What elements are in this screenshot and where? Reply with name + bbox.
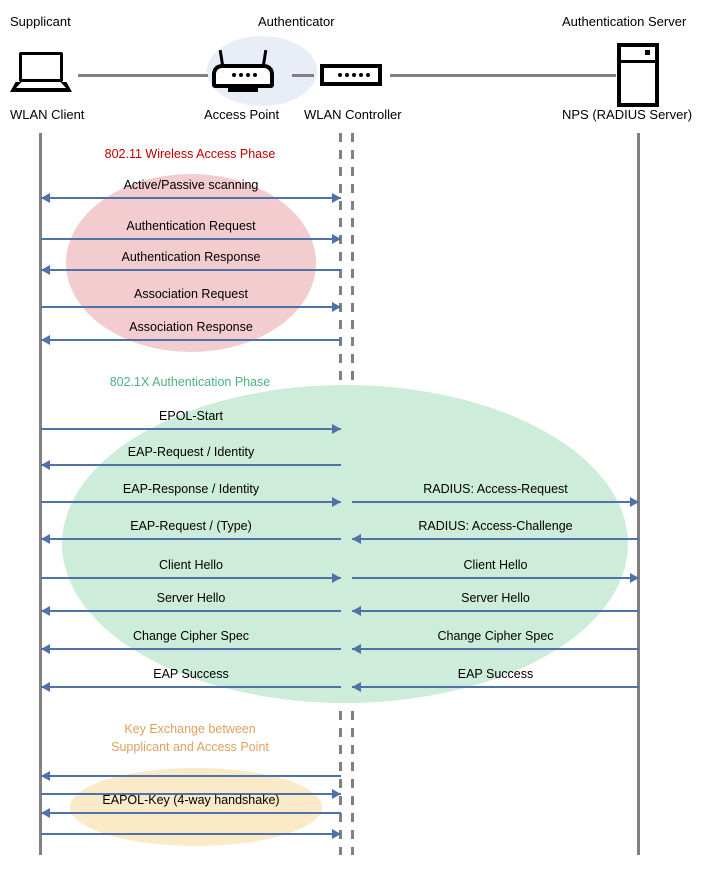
arrow-head-right-icon [332,789,341,799]
actor-role-authenticator: Authenticator [258,14,335,29]
message-line [41,428,341,430]
message-label: Active/Passive scanning [123,178,259,192]
wlan-controller-icon [320,54,382,90]
message-label: Association Request [134,287,248,301]
wire-controller-to-server [390,74,616,77]
wire-ap-to-controller [292,74,314,77]
arrow-head-right-icon [630,497,639,507]
actor-role-supplicant: Supplicant [10,14,71,29]
message-line [352,577,639,579]
message-label: Authentication Request [126,219,256,233]
arrow-head-left-icon [41,335,50,345]
lifeline-supplicant [39,133,42,855]
actor-name-nps: NPS (RADIUS Server) [562,107,693,122]
message-line [41,306,341,308]
message-label: EAPOL-Key (4-way handshake) [102,793,280,807]
message-label: EAP Success [457,667,534,681]
message-line [41,238,341,240]
message-label: Client Hello [463,558,528,572]
message-line [352,686,639,688]
arrow-head-left-icon [352,644,361,654]
arrow-head-left-icon [41,534,50,544]
message-label: Change Cipher Spec [437,629,554,643]
laptop-icon [10,52,72,94]
message-line [41,833,341,835]
actor-name-wlan-controller: WLAN Controller [304,107,402,122]
actor-role-auth-server: Authentication Server [562,14,687,29]
access-point-icon [212,49,274,94]
message-label: EAP-Response / Identity [122,482,260,496]
message-line [352,538,639,540]
arrow-head-left-icon [41,644,50,654]
message-label: RADIUS: Access-Request [423,482,568,496]
message-label: Association Response [129,320,253,334]
arrow-head-left-icon [41,265,50,275]
arrow-head-left-icon [41,193,50,203]
message-label: EAP-Request / Identity [127,445,255,459]
message-line [41,686,341,688]
message-line [352,501,639,503]
message-line [41,775,341,777]
arrow-head-right-icon [332,302,341,312]
message-line [41,577,341,579]
phase-title-wireless-access: 802.11 Wireless Access Phase [104,147,276,161]
message-line [352,610,639,612]
message-line [41,339,341,341]
message-line [41,610,341,612]
message-line [41,793,341,795]
phase-title-dot1x-auth: 802.1X Authentication Phase [109,375,271,389]
message-line [41,812,341,814]
actor-name-wlan-client: WLAN Client [10,107,85,122]
message-label: Server Hello [461,591,530,605]
message-label: EAP-Request / (Type) [130,519,252,533]
message-label: Authentication Response [121,250,261,264]
message-line [41,501,341,503]
lifeline-auth-server [637,133,640,855]
message-label: EAP Success [153,667,229,681]
arrow-head-left-icon [352,606,361,616]
arrow-head-right-icon [332,573,341,583]
arrow-head-left-icon [41,606,50,616]
message-line [41,538,341,540]
arrow-head-left-icon [41,682,50,692]
arrow-head-right-icon [332,829,341,839]
message-label: RADIUS: Access-Challenge [418,519,573,533]
arrow-head-right-icon [332,497,341,507]
arrow-head-left-icon [352,682,361,692]
message-label: EPOL-Start [159,409,223,423]
message-line [41,197,341,199]
phase-ellipse-wireless-access [66,174,316,352]
arrow-head-left-icon [41,771,50,781]
message-line [41,464,341,466]
wire-client-to-ap [78,74,208,77]
arrow-head-left-icon [41,460,50,470]
actor-name-access-point: Access Point [204,107,280,122]
message-line [41,648,341,650]
arrow-head-right-icon [332,234,341,244]
message-line [352,648,639,650]
arrow-head-right-icon [332,424,341,434]
arrow-head-right-icon [630,573,639,583]
message-label: Server Hello [156,591,226,605]
server-icon [617,43,659,107]
phase-ellipse-dot1x-auth [62,385,628,703]
phase-title-key-exchange-line1: Key Exchange between [124,722,256,736]
phase-title-key-exchange-line2: Supplicant and Access Point [111,740,269,754]
arrow-head-left-icon [41,808,50,818]
message-label: Change Cipher Spec [132,629,250,643]
message-line [41,269,341,271]
arrow-head-right-icon [332,193,341,203]
arrow-head-left-icon [352,534,361,544]
message-label: Client Hello [159,558,223,572]
